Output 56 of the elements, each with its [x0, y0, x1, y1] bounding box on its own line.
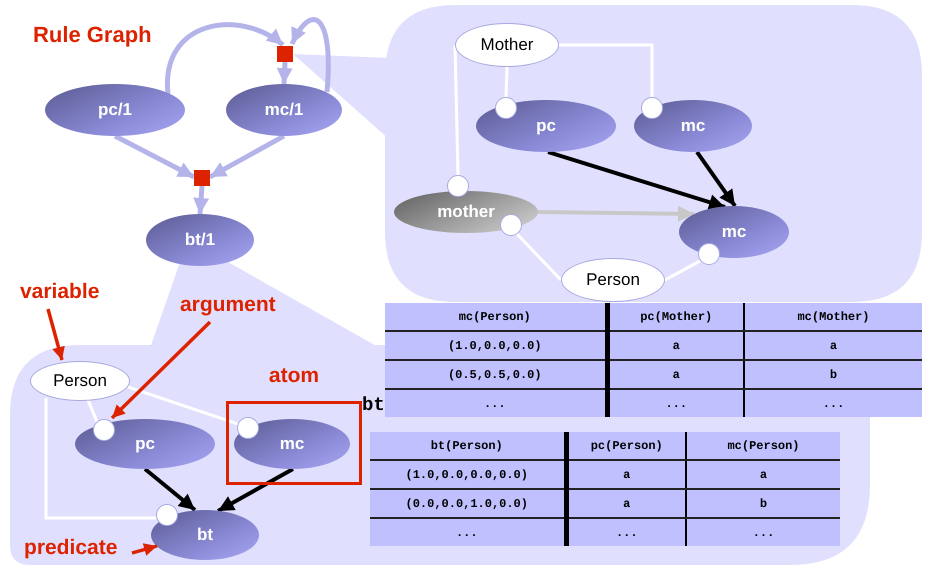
- callout-text: atom: [268, 364, 320, 388]
- table-cell: b: [686, 489, 840, 518]
- table-cell: (0.5,0.5,0.0): [385, 360, 607, 389]
- predicate-ellipse: mc/1: [226, 84, 342, 136]
- column-header: bt(Person): [370, 432, 566, 460]
- arrow: [217, 467, 294, 513]
- table-cell: a: [607, 360, 744, 389]
- table-cell: a: [686, 460, 840, 489]
- arrow: [276, 62, 293, 84]
- arrow: [165, 22, 284, 94]
- connector-line: [516, 232, 562, 282]
- leader-arrow: [110, 320, 212, 420]
- column-header: mc(Person): [686, 432, 840, 460]
- table-cell: (0.0,0.0,1.0,0.0): [370, 489, 566, 518]
- arrow: [695, 150, 737, 208]
- table-cell: (1.0,0.0,0.0,0.0): [370, 460, 566, 489]
- leader-arrow: [132, 543, 158, 556]
- arrow: [538, 206, 694, 222]
- arrow: [114, 134, 196, 180]
- junction-square: [194, 170, 210, 186]
- table-cell: ...: [370, 518, 566, 546]
- predicate-ellipse: bt/1: [146, 214, 254, 266]
- connector-line: [86, 399, 98, 423]
- connector-line: [128, 386, 238, 426]
- table-cell: ...: [385, 389, 607, 417]
- arrow: [193, 186, 210, 214]
- arrow: [547, 150, 726, 210]
- table-cell: (1.0,0.0,0.0): [385, 331, 607, 360]
- table-cell: b: [744, 360, 922, 389]
- table-cell: a: [607, 331, 744, 360]
- junction-square: [277, 46, 293, 62]
- connector-line: [454, 44, 460, 176]
- table-cell: ...: [607, 389, 744, 417]
- table-cell: a: [566, 489, 686, 518]
- callout-text: predicate: [24, 536, 136, 564]
- connector-line: [44, 398, 156, 520]
- predicate-ellipse: pc/1: [45, 84, 185, 136]
- arrow: [144, 467, 196, 512]
- leader-arrow: [46, 308, 65, 360]
- arrow: [208, 134, 286, 180]
- table-cell: ...: [744, 389, 922, 417]
- table-cell: a: [566, 460, 686, 489]
- partial-label: bt: [362, 394, 385, 416]
- callout-text: variable: [20, 280, 115, 308]
- column-header: mc(Mother): [744, 303, 922, 331]
- connector-line: [559, 44, 654, 97]
- table-cell: a: [744, 331, 922, 360]
- column-header: mc(Person): [385, 303, 607, 331]
- diagram-title: Rule Graph: [33, 22, 152, 48]
- column-header: pc(Mother): [607, 303, 744, 331]
- connector-line: [664, 260, 701, 282]
- table-cell: ...: [566, 518, 686, 546]
- arrow: [290, 17, 331, 92]
- callout-text: argument: [180, 293, 295, 321]
- column-header: pc(Person): [566, 432, 686, 460]
- table-cell: ...: [686, 518, 840, 546]
